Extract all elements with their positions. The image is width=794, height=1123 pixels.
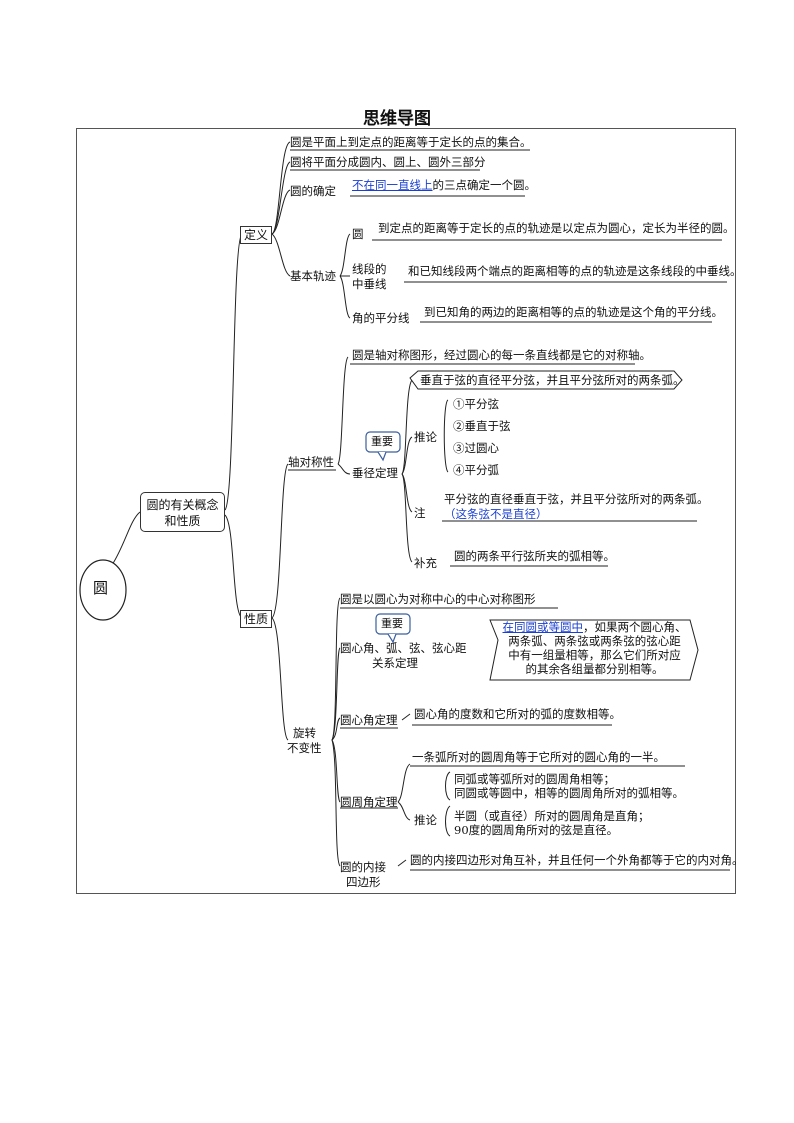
rotation-line1: 圆是以圆心为对称中心的中心对称图形 bbox=[340, 592, 536, 606]
locus-bisector-text: 和已知线段两个端点的距离相等的点的轨迹是这条线段的中垂线。 bbox=[408, 264, 742, 278]
corollary-item-3: ③过圆心 bbox=[453, 441, 499, 455]
supplement-label: 补充 bbox=[414, 556, 437, 570]
relation-text-1a: ，如果两个圆心角、 bbox=[583, 620, 687, 634]
inscribed-cor-3: 半圆（或直径）所对的圆周角是直角； bbox=[454, 809, 650, 823]
corollary-item-2: ②垂直于弦 bbox=[453, 419, 511, 433]
relation-label-2: 关系定理 bbox=[372, 656, 418, 670]
axial-label: 轴对称性 bbox=[288, 455, 334, 469]
inscribed-angle-label: 圆周角定理 bbox=[340, 795, 398, 809]
cyclic-quad-label-2: 四边形 bbox=[346, 875, 381, 889]
perp-main: 垂直于弦的直径平分弦，并且平分弦所对的两条弧。 bbox=[420, 373, 685, 387]
relation-text-3: 中有一组量相等，那么它们所对应 bbox=[508, 648, 681, 662]
locus-angle-text: 到已知角的两边的距离相等的点的轨迹是这个角的平分线。 bbox=[424, 305, 723, 319]
locus-circle-label: 圆 bbox=[352, 227, 364, 241]
relation-text-4: 的其余各组量都分别相等。 bbox=[525, 662, 664, 676]
note-text-1: 平分弦的直径垂直于弦，并且平分弦所对的两条弧。 bbox=[444, 492, 709, 506]
corollary-item-4: ④平分弧 bbox=[453, 463, 499, 477]
locus-circle-text: 到定点的距离等于定长的点的轨迹是以定点为圆心，定长为半径的圆。 bbox=[378, 221, 735, 235]
determine-rest: 的三点确定一个圆。 bbox=[432, 178, 537, 192]
rotation-label-1: 旋转 bbox=[293, 726, 316, 740]
cyclic-quad-text: 圆的内接四边形对角互补，并且任何一个外角都等于它的内对角。 bbox=[410, 853, 744, 867]
branch-properties: 性质 bbox=[240, 610, 272, 628]
locus-bisector-label2: 中垂线 bbox=[352, 277, 387, 291]
locus-bisector-label1: 线段的 bbox=[352, 262, 387, 276]
relation-text-1: 在同圆或等圆中，如果两个圆心角、 bbox=[497, 620, 692, 634]
def-determine-text: 不在同一直线上的三点确定一个圆。 bbox=[352, 178, 536, 192]
def-line1: 圆是平面上到定点的距离等于定长的点的集合。 bbox=[290, 135, 532, 149]
perp-diameter-theorem: 垂径定理 bbox=[352, 466, 398, 480]
inscribed-cor-4: 90度的圆周角所对的弦是直径。 bbox=[454, 823, 619, 837]
supplement-text: 圆的两条平行弦所夹的弧相等。 bbox=[454, 549, 615, 563]
axial-important-badge: 重要 bbox=[371, 435, 393, 448]
inscribed-main: 一条弧所对的圆周角等于它所对的圆心角的一半。 bbox=[412, 750, 665, 764]
corollary-item-1: ①平分弦 bbox=[453, 397, 499, 411]
level1-label: 圆的有关概念和性质 bbox=[146, 498, 219, 528]
note-label: 注 bbox=[414, 506, 426, 520]
central-angle-label: 圆心角定理 bbox=[340, 713, 398, 727]
branch-definition: 定义 bbox=[240, 226, 272, 244]
relation-text-2: 两条弧、两条弦或两条弦的弦心距 bbox=[508, 634, 681, 648]
def-line2: 圆将平面分成圆内、圆上、圆外三部分 bbox=[290, 155, 486, 169]
determine-link[interactable]: 不在同一直线上 bbox=[352, 178, 433, 192]
level1-node: 圆的有关概念和性质 bbox=[140, 492, 225, 532]
central-angle-text: 圆心角的度数和它所对的弧的度数相等。 bbox=[414, 707, 621, 721]
relation-link[interactable]: 在同圆或等圆中 bbox=[502, 620, 584, 634]
locus-label: 基本轨迹 bbox=[290, 269, 336, 283]
relation-label-1: 圆心角、弧、弦、弦心距 bbox=[340, 641, 467, 655]
note-text-2: （这条弦不是直径） bbox=[444, 507, 548, 521]
inscribed-cor-2: 同圆或等圆中，相等的圆周角所对的弧相等。 bbox=[454, 786, 684, 800]
rotation-important-badge: 重要 bbox=[381, 617, 403, 630]
mindmap-frame bbox=[76, 128, 736, 894]
root-node: 圆 bbox=[93, 579, 109, 597]
inscribed-cor-1: 同弧或等弧所对的圆周角相等； bbox=[454, 772, 615, 786]
axial-line1: 圆是轴对称图形，经过圆心的每一条直线都是它的对称轴。 bbox=[352, 348, 651, 362]
cyclic-quad-label-1: 圆的内接 bbox=[340, 860, 386, 874]
inscribed-cor-label: 推论 bbox=[414, 813, 437, 827]
rotation-label-2: 不变性 bbox=[287, 741, 322, 755]
locus-angle-label: 角的平分线 bbox=[352, 311, 410, 325]
corollary-label: 推论 bbox=[414, 430, 437, 444]
page-title: 思维导图 bbox=[363, 109, 431, 129]
def-determine-label: 圆的确定 bbox=[290, 184, 336, 198]
